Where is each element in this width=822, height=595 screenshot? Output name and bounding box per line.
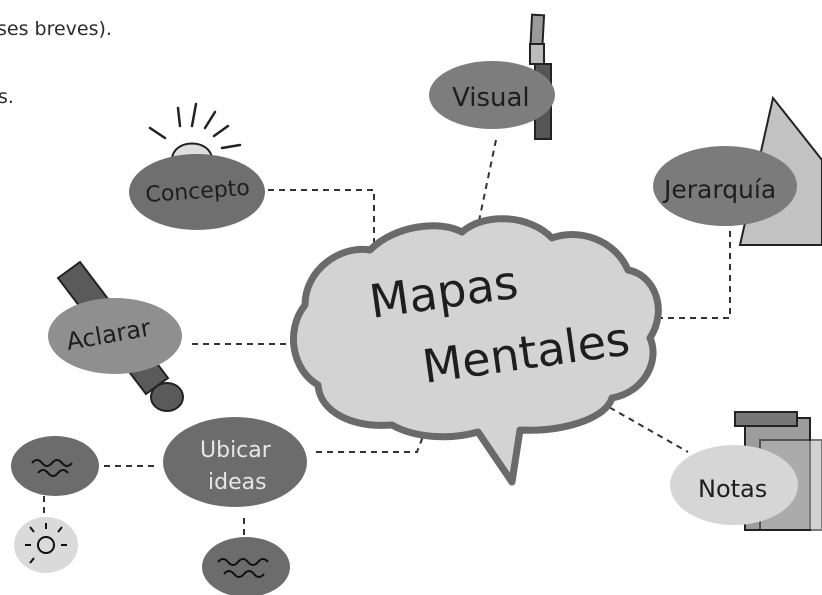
squiggle-blob-left — [11, 436, 99, 496]
central-brain-bubble: Mapas Mentales — [290, 215, 662, 486]
jerarquia-node: Jerarquía — [653, 95, 822, 246]
connector-notas — [599, 401, 689, 453]
idea-bulb-icon — [25, 523, 67, 564]
aclarar-node: Aclarar — [48, 260, 184, 412]
squiggle-blob-bottom — [202, 537, 290, 595]
node-label-visual: Visual — [452, 83, 530, 113]
node-label-jerarquia: Jerarquía — [662, 175, 776, 204]
squiggle-icon — [31, 459, 73, 477]
idea-bulb-blob — [14, 517, 78, 573]
squiggle-icon — [217, 558, 269, 578]
node-label-ubicar-line-1: Ubicar — [200, 438, 272, 463]
notas-node: Notas — [670, 411, 822, 531]
body-text-line: s. — [0, 86, 14, 108]
body-text-line: ses breves). — [0, 18, 112, 40]
visual-node: Visual — [429, 13, 555, 140]
concepto-node: Concepto — [129, 102, 265, 230]
ubicar-ideas-node: Ubicar ideas — [163, 417, 307, 507]
node-label-notas: Notas — [698, 475, 767, 503]
lightbulb-icon — [148, 102, 242, 161]
connector-concepto — [268, 189, 375, 258]
node-label-ubicar-line-2: ideas — [208, 470, 267, 495]
